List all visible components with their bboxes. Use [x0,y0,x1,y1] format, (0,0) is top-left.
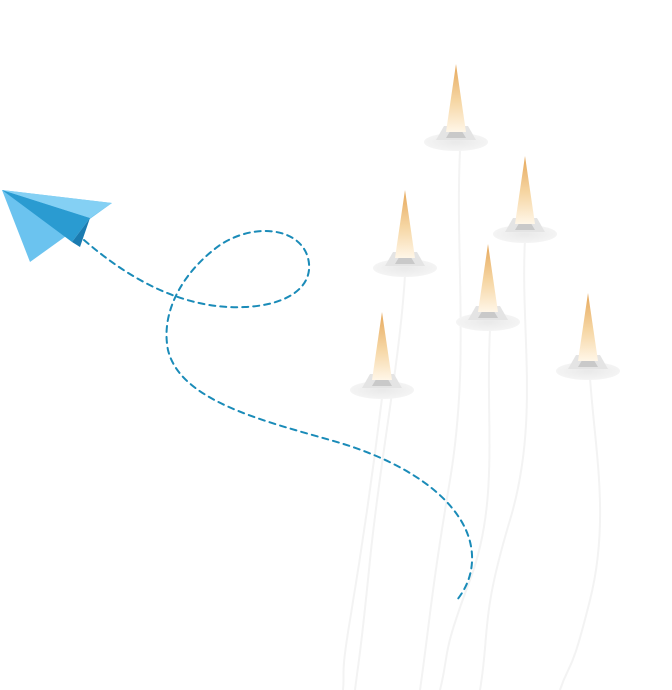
rocket-1 [424,64,488,151]
trail-1 [419,149,462,690]
trail-5 [559,377,602,690]
rocket-2 [493,156,557,243]
rocket-5 [556,293,620,380]
rocket-trails [342,149,602,690]
paper-plane-icon [2,190,112,262]
trail-4 [439,329,491,690]
flight-path [83,230,474,601]
rocket-3 [373,190,437,277]
rocket-6 [350,312,414,399]
trail-6 [342,397,383,690]
rocket-4 [456,244,520,331]
trail-2 [479,239,528,690]
trail-3 [354,274,406,690]
